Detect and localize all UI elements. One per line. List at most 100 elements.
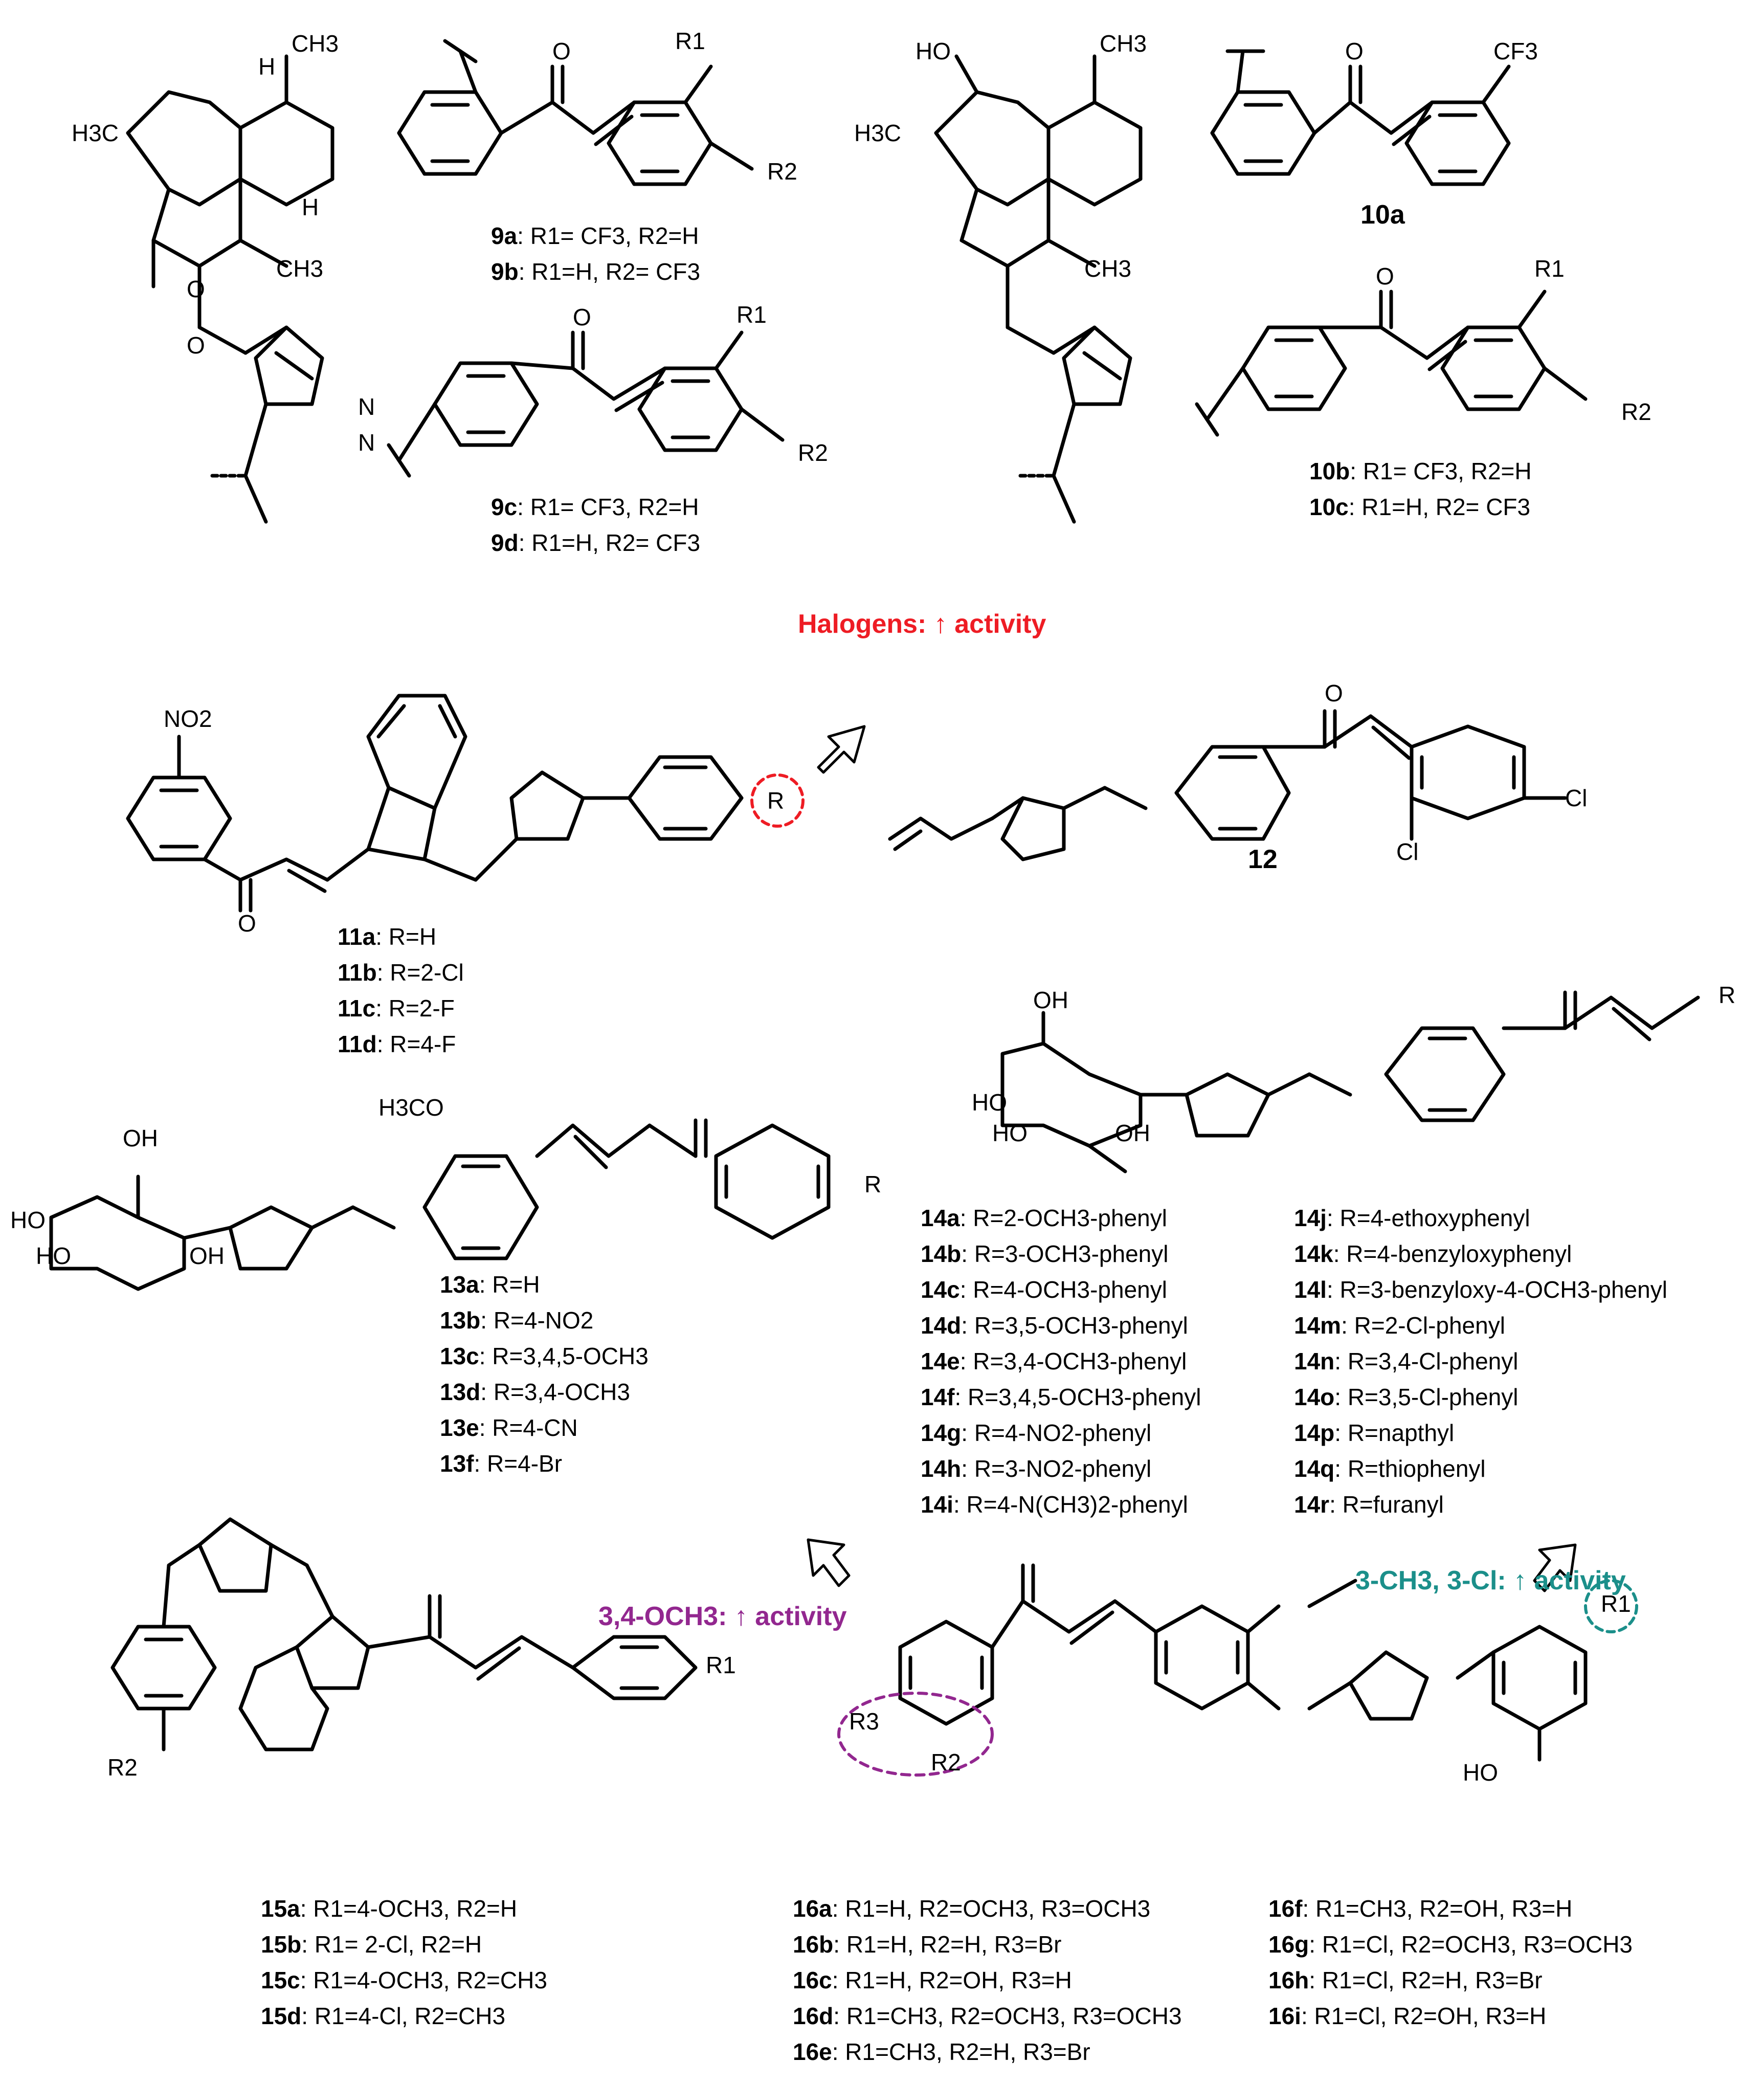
substituent-label-14j: 14j: R=4-ethoxyphenyl [1294,1202,1530,1234]
atom-ch3: CH3 [1100,30,1147,57]
methoxy-activity-callout: 3,4-OCH3: ↑ activity [598,1602,847,1631]
substituent-label-16e: 16e: R1=CH3, R2=H, R3=Br [793,2036,1090,2068]
atom-r: R [1718,982,1736,1008]
compound-id: 10b [1309,458,1350,484]
structure-15 [110,1517,698,1752]
artemisinin-core-10 [934,54,1143,524]
halogen-highlight-circle [750,773,805,828]
atom-h: H [302,194,319,220]
chalcone-9ab [397,39,754,186]
substituent-label-11d: 11d: R=4-F [338,1028,456,1060]
substituent-description: : R1=Cl, R2=H, R3=Br [1309,1967,1543,1993]
substituent-description: : R=4-OCH3-phenyl [959,1276,1167,1303]
substituent-label-14i: 14i: R=4-N(CH3)2-phenyl [921,1489,1188,1520]
structure-13 [49,1118,831,1291]
atom-oh: OH [189,1243,225,1269]
substituent-label-16c: 16c: R1=H, R2=OH, R3=H [793,1964,1072,1996]
substituent-label-10b: 10b: R1= CF3, R2=H [1309,455,1532,487]
atom-no2: NO2 [164,705,212,732]
substituent-label-9d: 9d: R1=H, R2= CF3 [491,527,700,559]
atom-ho: HO [10,1207,46,1233]
substituent-label-15d: 15d: R1=4-Cl, R2=CH3 [261,2000,505,2032]
methyl-chloro-arrow-icon [1533,1543,1577,1592]
substituent-description: : R1=H, R2= CF3 [1348,494,1531,520]
substituent-description: : R=4-CN [479,1414,578,1441]
substituent-label-14r: 14r: R=furanyl [1294,1489,1444,1520]
compound-id: 13a [440,1271,479,1298]
structure-12 [888,709,1567,861]
substituent-description: : R=furanyl [1329,1491,1444,1518]
substituent-description: : R1=H, R2= CF3 [518,529,701,556]
substituent-label-14b: 14b: R=3-OCH3-phenyl [921,1238,1168,1270]
compound-id: 9b [491,258,519,285]
substituent-label-16b: 16b: R1=H, R2=H, R3=Br [793,1928,1061,1960]
compound-id: 9a [491,223,518,249]
structure-14 [1000,990,1700,1173]
atom-cf3: CF3 [1493,38,1538,64]
atom-r2: R2 [798,439,828,466]
substituent-label-13a: 13a: R=H [440,1269,540,1300]
compound-id: 14h [921,1455,962,1482]
compound-id: 11d [338,1031,377,1057]
substituent-label-11b: 11b: R=2-Cl [338,957,464,988]
compound-id: 14p [1294,1420,1335,1446]
compound-id: 16a [793,1895,832,1922]
substituent-description: : R=thiophenyl [1334,1455,1486,1482]
compound-id: 14l [1294,1276,1327,1303]
compound-id: 16b [793,1931,834,1958]
substituent-description: : R=3,4,5-OCH3-phenyl [954,1384,1201,1410]
atom-h3c: H3C [72,120,119,146]
substituent-label-14e: 14e: R=3,4-OCH3-phenyl [921,1345,1187,1377]
atom-o: O [1325,680,1343,706]
substituent-label-14a: 14a: R=2-OCH3-phenyl [921,1202,1167,1234]
compound-id-10a: 10a [1360,200,1405,230]
substituent-description: : R1= CF3, R2=H [1350,458,1532,484]
compound-id: 16e [793,2038,832,2065]
chalcone-10a [1210,49,1511,186]
substituent-label-15b: 15b: R1= 2-Cl, R2=H [261,1928,482,1960]
substituent-label-11c: 11c: R=2-F [338,992,455,1024]
atom-ho: HO [916,38,951,64]
substituent-label-16g: 16g: R1=Cl, R2=OCH3, R3=OCH3 [1268,1928,1633,1960]
compound-id: 16h [1268,1967,1309,1993]
chalcone-10bc [1195,290,1588,437]
atom-ho: HO [992,1120,1028,1146]
compound-id: 16i [1268,2003,1301,2029]
substituent-description: : R=H [375,923,437,950]
atom-h: H [258,53,276,80]
substituent-label-16h: 16h: R1=Cl, R2=H, R3=Br [1268,1964,1543,1996]
atom-o: O [187,332,205,359]
substituent-description: : R=2-Cl [376,959,464,986]
atom-r2: R2 [1621,398,1651,425]
atom-r2: R2 [931,1749,961,1776]
compound-id: 11a [338,923,376,950]
substituent-description: : R=3-OCH3-phenyl [961,1240,1169,1267]
structure-16 [898,1563,1588,1762]
atom-r3: R3 [849,1708,879,1735]
substituent-description: : R1=4-OCH3, R2=CH3 [300,1967,547,1993]
substituent-description: : R1=H, R2= CF3 [518,258,701,285]
atom-ho: HO [36,1243,71,1269]
substituent-label-9a: 9a: R1= CF3, R2=H [491,220,699,252]
substituent-description: : R1= CF3, R2=H [517,494,699,520]
atom-oh: OH [123,1125,158,1151]
atom-r1: R1 [1534,255,1565,282]
substituent-label-13f: 13f: R=4-Br [440,1448,562,1479]
substituent-label-9c: 9c: R1= CF3, R2=H [491,491,699,523]
compound-id: 14n [1294,1348,1335,1374]
compound-id: 13f [440,1450,474,1477]
substituent-description: : R=4-ethoxyphenyl [1326,1205,1530,1231]
atom-h3co: H3CO [378,1094,444,1121]
atom-r: R [767,787,785,814]
substituent-description: : R=3,4-Cl-phenyl [1334,1348,1519,1374]
substituent-description: : R=4-F [376,1031,456,1057]
compound-id: 16d [793,2003,834,2029]
substituent-label-14h: 14h: R=3-NO2-phenyl [921,1453,1151,1484]
substituent-description: : R1=H, R2=H, R3=Br [833,1931,1062,1958]
substituent-label-11a: 11a: R=H [338,921,436,952]
substituent-description: : R=4-Br [474,1450,563,1477]
substituent-description: : R1=CH3, R2=OH, R3=H [1302,1895,1573,1922]
compound-id: 10c [1309,494,1349,520]
substituent-description: : R=3,5-OCH3-phenyl [961,1312,1188,1339]
